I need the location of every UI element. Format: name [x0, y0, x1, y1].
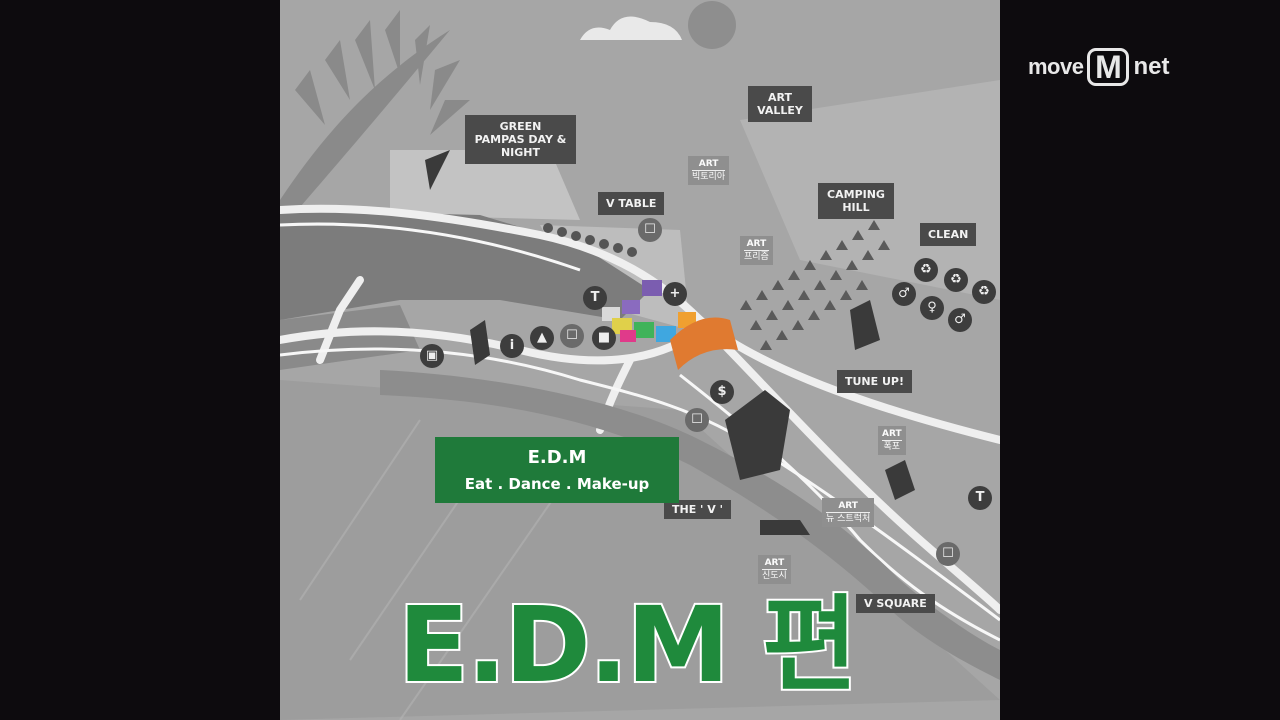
sun-decoration — [688, 1, 736, 49]
edm-callout-subtitle: Eat . Dance . Make-up — [464, 475, 650, 493]
locker-icon: ■ — [592, 326, 616, 350]
label-tune-up: TUNE UP! — [837, 370, 912, 393]
art-spot-title: ART — [746, 239, 767, 249]
beer-icon-2: ☐ — [936, 542, 960, 566]
art-spot-name: 폭포 — [882, 440, 902, 452]
camping-tent-icon: ▲ — [530, 326, 554, 350]
taxi-icon-2: T — [968, 486, 992, 510]
label-clean: CLEAN — [920, 223, 977, 246]
episode-overlay-title: E.D.M 편 — [396, 582, 860, 708]
label-v-square: V SQUARE — [856, 594, 935, 613]
first-aid-plus-icon: + — [663, 282, 687, 306]
bus-icon: ▣ — [420, 344, 444, 368]
drink-icon: ☐ — [560, 324, 584, 348]
camping-tents — [740, 220, 890, 350]
art-spot-new-structure: ART 뉴 스트럭처 — [822, 498, 875, 527]
edm-callout: E.D.M Eat . Dance . Make-up — [435, 437, 679, 503]
info-icon: i — [500, 334, 524, 358]
art-spot-title: ART — [764, 558, 785, 568]
lake-area — [280, 210, 650, 320]
art-spot-prism: ART 프리즘 — [740, 236, 773, 265]
logo-m-mark: M — [1087, 48, 1130, 86]
recycle-icon: ♻ — [914, 258, 938, 282]
atm-dollar-icon: $ — [710, 380, 734, 404]
art-spot-victoria: ART 빅토리아 — [688, 156, 730, 185]
art-spot-name: 빅토리아 — [692, 170, 726, 182]
label-art-valley: ART VALLEY — [748, 86, 812, 122]
v-table-huts — [543, 223, 637, 257]
art-spot-new-town: ART 신도시 — [758, 555, 791, 584]
art-spot-waterfall: ART 폭포 — [878, 426, 906, 455]
drink-icon-2: ☐ — [685, 408, 709, 432]
label-camping-hill: CAMPING HILL — [818, 183, 894, 219]
taxi-icon: T — [583, 286, 607, 310]
recycle-icon-2: ♻ — [944, 268, 968, 292]
edm-callout-title: E.D.M — [527, 447, 587, 468]
art-spot-name: 프리즘 — [744, 250, 769, 262]
stage-sculptures — [425, 150, 915, 535]
left-letterbox — [0, 0, 280, 720]
art-spot-name: 뉴 스트럭처 — [826, 512, 871, 524]
mnet-logo: move M net — [1028, 46, 1169, 88]
art-spot-name: 신도시 — [762, 569, 787, 581]
label-v-table: V TABLE — [598, 192, 665, 215]
beer-icon: ☐ — [638, 218, 662, 242]
label-green-pampas: GREEN PAMPAS DAY & NIGHT — [465, 115, 576, 164]
logo-move-text: move — [1028, 54, 1084, 79]
right-letterbox — [1000, 0, 1280, 720]
edm-venue-blocks — [602, 280, 738, 370]
logo-net-text: net — [1133, 53, 1170, 80]
cloud-decoration — [580, 16, 682, 40]
art-spot-title: ART — [838, 501, 858, 511]
restroom-icon-3: ♂ — [948, 308, 972, 332]
label-the-v: THE ' V ' — [664, 500, 731, 519]
art-spot-title: ART — [882, 429, 902, 439]
restroom-icon-2: ♀ — [920, 296, 944, 320]
restroom-icon: ♂ — [892, 282, 916, 306]
festival-map: GREEN PAMPAS DAY & NIGHT V TABLE ART VAL… — [280, 0, 1000, 720]
recycle-icon-3: ♻ — [972, 280, 996, 304]
palm-leaf-decoration — [280, 10, 470, 230]
art-spot-title: ART — [698, 159, 719, 169]
